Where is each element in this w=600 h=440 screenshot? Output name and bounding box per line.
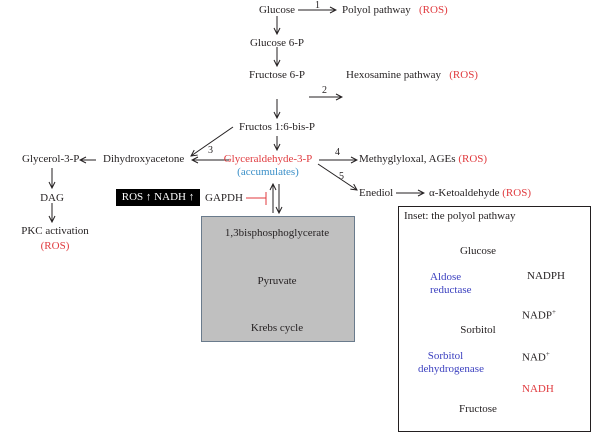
node-methylglyoxal-ages: Methyglyloxal, AGEs (ROS) xyxy=(359,153,487,166)
node-gapdh: GAPDH xyxy=(205,192,243,204)
node-fructos-1-6-bis-p: Fructos 1:6-bis-P xyxy=(238,121,316,133)
step-number-4: 4 xyxy=(335,147,340,158)
ros-nadh-increase-box: ROS ↑ NADH ↑ xyxy=(116,189,200,206)
arrow-f16bp-to-dha xyxy=(191,126,234,156)
node-glucose-6p: Glucose 6-P xyxy=(249,37,305,49)
node-hexosamine-pathway: Hexosamine pathway (ROS) xyxy=(346,69,478,82)
hexosamine-label: Hexosamine pathway xyxy=(346,69,441,81)
inset-title: Inset: the polyol pathway xyxy=(404,210,516,222)
node-ketoaldehyde: α-Ketoaldehyde (ROS) xyxy=(429,187,531,200)
pkc-ros-label: (ROS) xyxy=(40,240,70,252)
enzyme-label-line1: Sorbitol xyxy=(427,350,464,362)
node-enediol: Enediol xyxy=(359,187,394,199)
inset-node-fructose: Fructose xyxy=(459,403,497,415)
ketoaldehyde-label: α-Ketoaldehyde xyxy=(429,187,500,199)
step-number-5: 5 xyxy=(339,171,344,182)
polyol-pathway-inset xyxy=(398,206,591,432)
node-glycerol-3p: Glycerol-3-P xyxy=(22,153,80,165)
glycolysis-box xyxy=(201,216,355,342)
ros-label: (ROS) xyxy=(419,4,448,16)
step-number-3: 3 xyxy=(208,145,213,156)
polyol-label: Polyol pathway xyxy=(342,4,411,16)
enzyme-label-line2: dehydrogenase xyxy=(418,363,484,375)
methylglyoxal-label: Methyglyloxal, AGEs xyxy=(359,153,456,165)
ros-label: (ROS) xyxy=(449,69,478,81)
charge-superscript: + xyxy=(545,350,550,358)
inset-node-sorbitol: Sorbitol xyxy=(460,324,496,336)
charge-superscript: + xyxy=(551,308,556,316)
enzyme-aldose-reductase: Aldose reductase xyxy=(430,271,472,297)
ros-label: (ROS) xyxy=(458,153,488,165)
node-1-3-bisphosphoglycerate: 1,3bisphosphoglycerate xyxy=(224,227,330,239)
accumulates-label: (accumulates) xyxy=(237,166,299,178)
node-krebs-cycle: Krebs cycle xyxy=(250,322,304,334)
cofactor-nad-plus: NAD+ xyxy=(522,348,550,365)
node-glucose: Glucose xyxy=(258,4,296,16)
ros-label: (ROS) xyxy=(502,187,531,199)
nad-label: NAD xyxy=(522,351,546,364)
cofactor-nadh: NADH xyxy=(522,383,554,395)
enzyme-sorbitol-dehydrogenase: Sorbitol dehydrogenase xyxy=(418,350,484,376)
enzyme-label-line1: Aldose xyxy=(430,271,462,283)
arrow-step5-enediol xyxy=(317,163,357,190)
node-glyceraldehyde-3p: Glyceraldehyde-3-P xyxy=(223,153,313,165)
node-pyruvate: Pyruvate xyxy=(257,275,297,287)
step-number-2: 2 xyxy=(322,85,327,96)
node-pkc-activation: PKC activation xyxy=(21,225,89,237)
node-dag: DAG xyxy=(40,192,64,204)
cofactor-nadph: NADPH xyxy=(527,270,565,282)
step-number-1: 1 xyxy=(315,0,320,11)
inset-node-glucose: Glucose xyxy=(459,245,497,257)
nadp-label: NADP xyxy=(522,309,552,322)
node-fructose-6p: Fructose 6-P xyxy=(249,69,305,81)
enzyme-label-line2: reductase xyxy=(430,284,472,296)
node-polyol-pathway: Polyol pathway (ROS) xyxy=(342,4,448,17)
cofactor-nadp-plus: NADP+ xyxy=(522,306,556,323)
node-dihydroxyacetone: Dihydroxyacetone xyxy=(103,153,185,165)
